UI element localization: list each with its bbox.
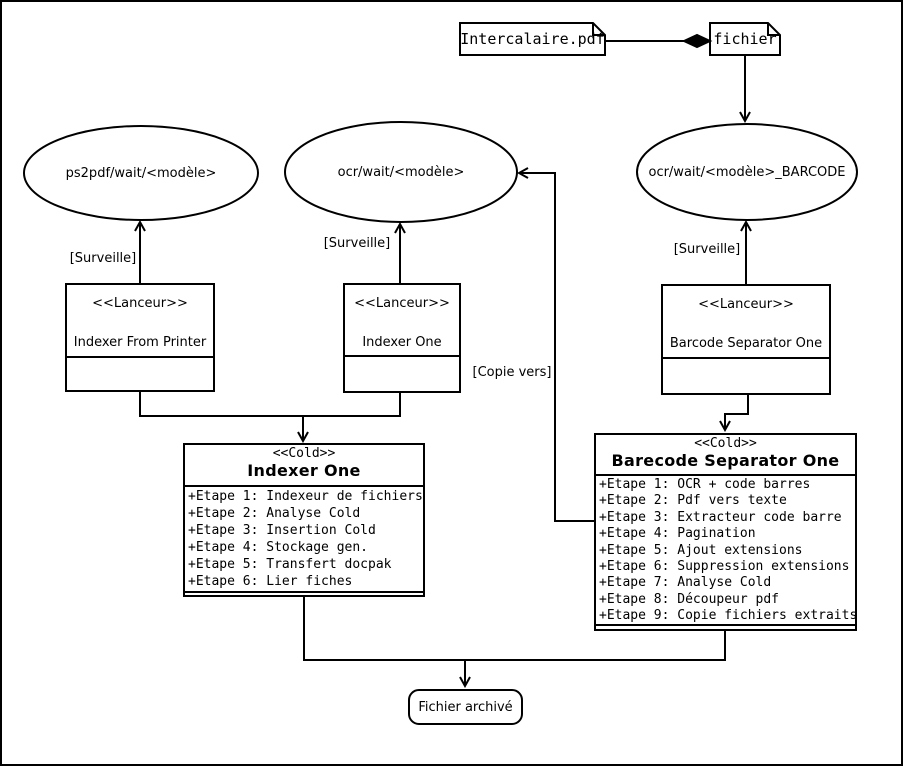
queue-label-ocr-barcode: ocr/wait/<modèle>_BARCODE: [648, 164, 846, 180]
launcher-indexer-from-printer: <<Lanceur>> Indexer From Printer: [65, 283, 215, 392]
launcher-name: Barcode Separator One: [669, 336, 823, 351]
stereotype-label: <<Lanceur>>: [698, 297, 794, 312]
step-line: +Etape 3: Extracteur code barre: [599, 509, 842, 525]
note-shape-intercalaire: [459, 22, 606, 56]
launcher-label-compartment: <<Lanceur>> Indexer One: [345, 285, 459, 357]
launcher-empty-compartment: [345, 357, 459, 391]
archived-file-node: Fichier archivé: [408, 689, 523, 725]
step-line: +Etape 1: OCR + code barres: [599, 477, 811, 492]
edge-label-surveille-middle: [Surveille]: [323, 236, 391, 251]
step-line: +Etape 1: Indexeur de fichiers: [188, 489, 423, 504]
step-line: +Etape 9: Copie fichiers extraits: [599, 608, 858, 624]
edge-cold-to-archive: [303, 596, 726, 661]
launcher-empty-compartment: [663, 359, 829, 393]
step-line: +Etape 5: Ajout extensions: [599, 542, 803, 558]
edge-copie-vers: [519, 173, 594, 522]
edge-label-surveille-right: [Surveille]: [673, 242, 741, 257]
step-line: +Etape 2: Pdf vers texte: [599, 493, 787, 509]
stereotype-label: <<Cold>>: [272, 446, 336, 461]
launcher-name: Indexer From Printer: [73, 335, 207, 350]
note-fold-icon: [767, 23, 780, 36]
launcher-name: Indexer One: [362, 335, 442, 350]
note-shape-fichier: [709, 22, 781, 56]
cold-name: Barecode Separator One: [611, 451, 840, 470]
stereotype-label: <<Lanceur>>: [354, 296, 450, 311]
cold-steps-compartment: +Etape 1: OCR + code barres+Etape 2: Pdf…: [596, 476, 858, 626]
launcher-indexer-one: <<Lanceur>> Indexer One: [343, 283, 461, 393]
archived-file-label: Fichier archivé: [418, 699, 513, 715]
aggregation-diamond-icon: [681, 33, 713, 49]
note-fichier-label: fichier: [713, 30, 777, 48]
cold-name: Indexer One: [247, 461, 361, 480]
step-line: +Etape 4: Stockage gen.: [188, 540, 369, 555]
queue-label-ps2pdf: ps2pdf/wait/<modèle>: [65, 165, 217, 181]
step-line: +Etape 2: Analyse Cold: [188, 506, 361, 521]
launcher-barcode-separator-one: <<Lanceur>> Barcode Separator One: [661, 284, 831, 395]
step-line: +Etape 4: Pagination: [599, 526, 756, 542]
step-line: +Etape 7: Analyse Cold: [599, 575, 772, 591]
stereotype-label: <<Cold>>: [694, 436, 757, 451]
cold-empty-compartment: [596, 626, 855, 629]
launcher-label-compartment: <<Lanceur>> Indexer From Printer: [67, 285, 213, 358]
launcher-label-compartment: <<Lanceur>> Barcode Separator One: [663, 286, 829, 359]
step-line: +Etape 3: Insertion Cold: [188, 523, 376, 538]
stereotype-label: <<Lanceur>>: [92, 296, 188, 311]
cold-barecode-separator-one: <<Cold>> Barecode Separator One +Etape 1…: [594, 433, 857, 631]
step-line: +Etape 6: Lier fiches: [188, 574, 353, 589]
edge-label-copie-vers: [Copie vers]: [472, 365, 552, 380]
note-intercalaire-label: Intercalaire.pdf: [460, 30, 605, 48]
edge-launchers-to-cold-indexer: [139, 392, 401, 417]
queue-label-ocr: ocr/wait/<modèle>: [337, 164, 465, 180]
step-line: +Etape 6: Suppression extensions: [599, 559, 850, 575]
step-line: +Etape 8: Découpeur pdf: [599, 591, 780, 607]
edge-launcher-to-cold-barcode: [725, 395, 749, 430]
edge-label-surveille-left: [Surveille]: [69, 251, 137, 266]
launcher-empty-compartment: [67, 358, 213, 390]
cold-steps-compartment: +Etape 1: Indexeur de fichiers +Etape 2: …: [185, 487, 423, 593]
cold-indexer-one: <<Cold>> Indexer One +Etape 1: Indexeur …: [183, 443, 425, 597]
cold-empty-compartment: [185, 593, 423, 595]
cold-title-compartment: <<Cold>> Barecode Separator One: [596, 435, 855, 476]
step-line: +Etape 5: Transfert docpak: [188, 557, 392, 572]
note-fold-icon: [592, 23, 605, 36]
cold-title-compartment: <<Cold>> Indexer One: [185, 445, 423, 487]
